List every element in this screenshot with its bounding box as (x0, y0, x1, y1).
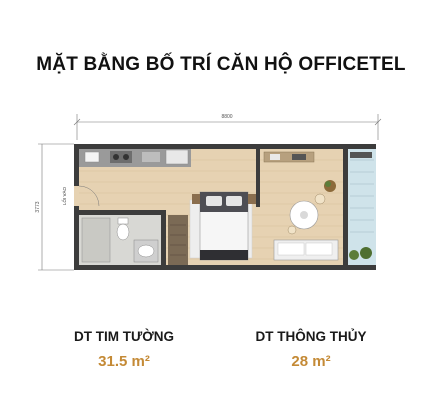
height-dimension: 3773 (35, 143, 74, 271)
sink (133, 239, 159, 263)
height-dimension-label: 3773 (35, 201, 41, 212)
stat-value-clear-area: 28 m² (291, 353, 331, 370)
desk (263, 151, 315, 163)
balcony (348, 149, 376, 265)
sofa (273, 239, 339, 261)
page-title: MẶT BẰNG BỐ TRÍ CĂN HỘ OFFICETEL (36, 54, 406, 75)
wardrobe (168, 215, 188, 265)
bed (199, 191, 249, 261)
balcony-plants (349, 247, 372, 260)
width-dimension: 8800 (73, 114, 382, 140)
entrance-label: LỐI VÀO (61, 187, 67, 206)
stat-value-wall-area: 31.5 m² (98, 353, 150, 370)
entrance-door (74, 186, 79, 206)
stat-label-clear-area: DT THÔNG THỦY (255, 329, 367, 344)
plant-icon (324, 180, 336, 192)
width-dimension-label: 8800 (221, 114, 232, 120)
floor-plan: 8800 3773 (35, 114, 382, 271)
kitchen-counter (79, 149, 191, 167)
shower (81, 217, 111, 263)
toilet (116, 217, 130, 241)
dining-table (287, 193, 326, 235)
stat-label-wall-area: DT TIM TƯỜNG (74, 329, 174, 344)
